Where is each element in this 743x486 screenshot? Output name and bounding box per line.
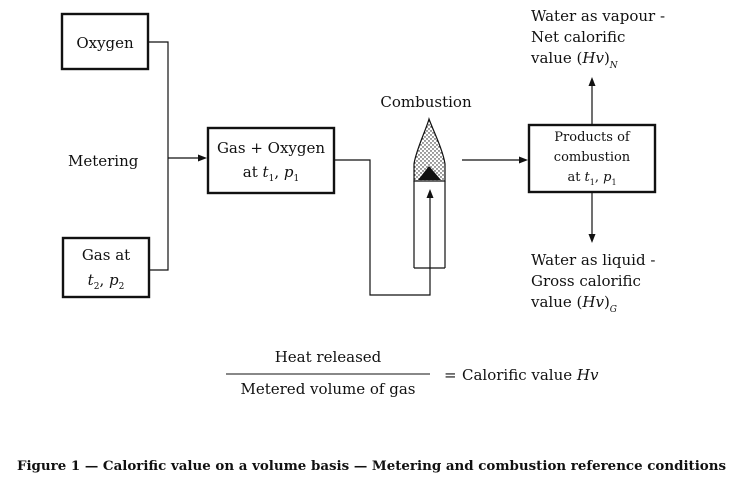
gas-p: p [109,271,119,289]
products-label-line3: at t1, p1 [567,170,616,187]
gas-t: t [88,271,95,289]
oxygen-box [60,12,150,71]
metering-label: Metering [68,152,139,170]
flame-core-icon [418,166,441,180]
feed-line [148,41,169,271]
vapour-label-line3: value (Hv)N [530,49,619,71]
gas-box [61,236,151,299]
mixer-label-line2: at t1, p1 [243,163,299,184]
gas-p-sub: 2 [119,282,125,292]
mixer-box [206,126,336,195]
gas-t-sub: 2 [94,282,100,292]
oxygen-label: Oxygen [76,34,134,52]
diagram-canvas: Oxygen Gas at t2, p2 Metering Gas + Oxyg… [60,7,665,398]
liquid-label-line1: Water as liquid - [531,251,655,269]
products-arrowhead [519,156,528,164]
vapour-label-line2: Net calorific [531,28,625,46]
liquid-label-line3: value (Hv)G [530,293,617,315]
mixer-label-line1: Gas + Oxygen [217,139,325,157]
figure-caption: Figure 1 — Calorific value on a volume b… [16,458,727,474]
gas-label-line1: Gas at [82,246,130,264]
feed-arrowhead [198,154,207,162]
burner-feed-arrowhead [426,189,434,198]
products-label-line2: combustion [554,150,631,165]
gas-label-line2: t2, p2 [88,271,125,292]
burner-feed-pipe [334,159,431,296]
products-label-line1: Products of [554,130,631,145]
liquid-label-line2: Gross calorific [531,272,641,290]
formula-equals: = [444,366,457,384]
vapour-label-line1: Water as vapour - [531,7,665,25]
formula-numerator: Heat released [275,348,382,366]
formula-denominator: Metered volume of gas [241,380,416,398]
combustion-label: Combustion [380,93,472,111]
formula-result: Calorific value Hv [462,366,599,384]
liquid-arrowhead [588,234,596,243]
flame-icon [413,117,446,182]
products-box [527,123,657,194]
vapour-arrowhead [588,77,596,86]
